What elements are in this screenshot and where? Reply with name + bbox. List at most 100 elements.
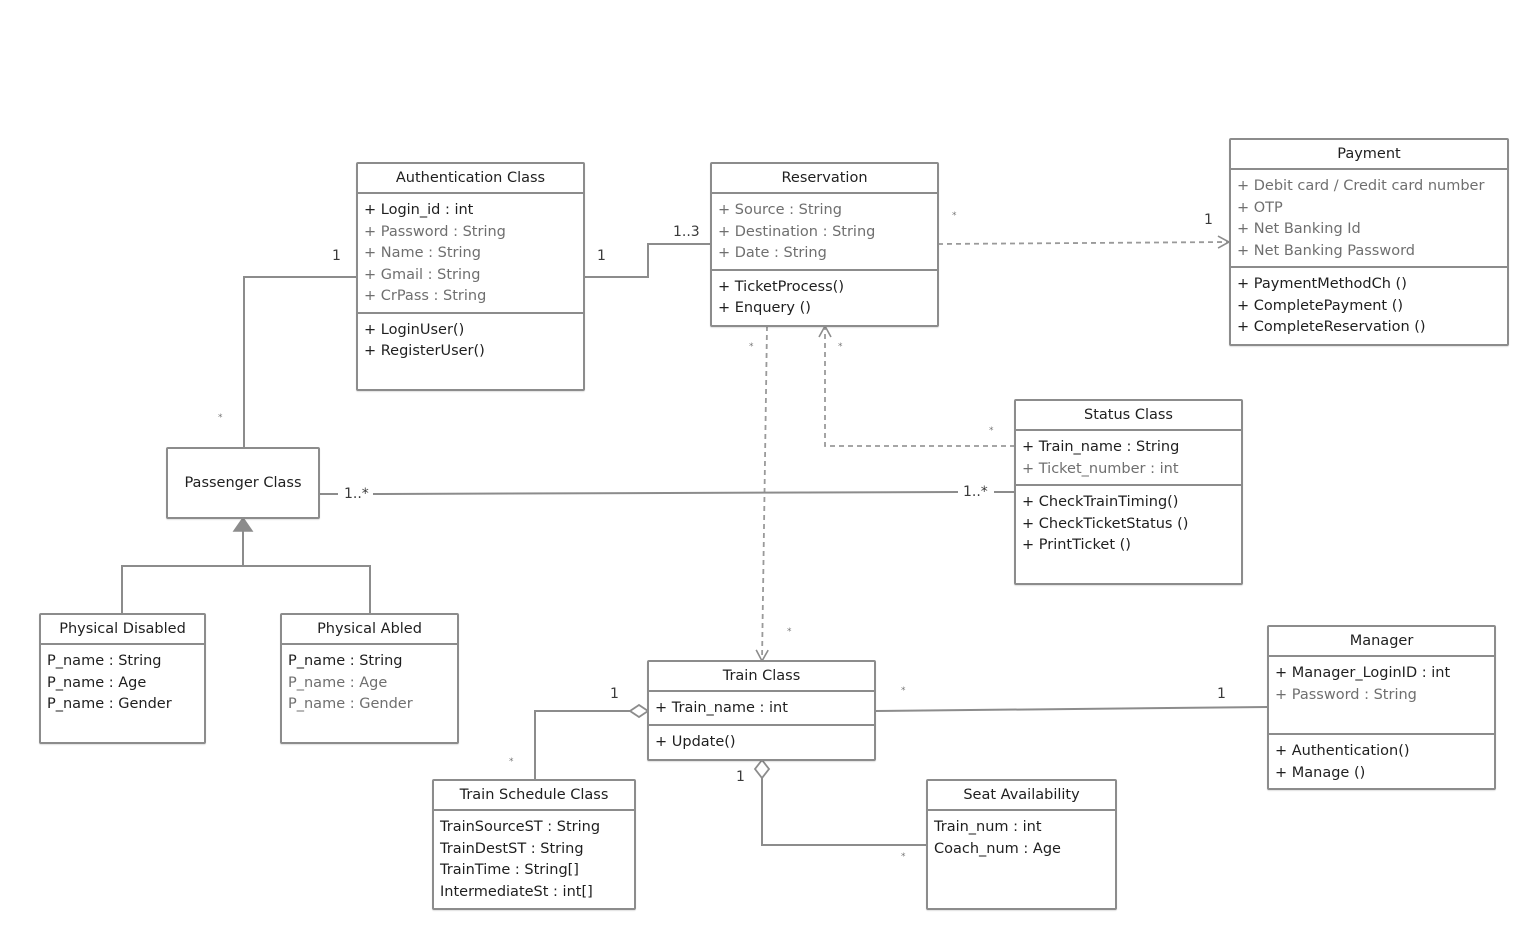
attribute: TrainSourceST : String	[440, 819, 601, 835]
attribute-compartment: + Debit card / Credit card number + OTP …	[1231, 170, 1507, 268]
attribute: + Name : String	[364, 245, 481, 261]
attribute: + Password : String	[1275, 686, 1417, 703]
multiplicity-label: 1	[597, 248, 606, 264]
class-name: Passenger Class	[184, 475, 302, 491]
train-schedule-class[interactable]: Train Schedule Class TrainSourceST : Str…	[432, 779, 636, 910]
physical-disabled-class[interactable]: Physical Disabled P_name : String P_name…	[39, 613, 206, 744]
attribute-compartment: + Manager_LoginID : int + Password : Str…	[1269, 657, 1494, 735]
train-seat-diamond	[753, 758, 771, 780]
multiplicity-label: 1	[332, 248, 341, 264]
multiplicity-label: 1	[610, 686, 619, 702]
method: + CompletePayment ()	[1237, 297, 1404, 314]
train-schedule-diamond	[628, 703, 650, 719]
attribute: + Date : String	[718, 245, 827, 261]
attribute: + Train_name : int	[655, 700, 788, 716]
multiplicity-label: *	[989, 426, 994, 436]
generalization-disabled	[121, 530, 244, 614]
attribute: TrainDestST : String	[440, 840, 584, 857]
attribute: + Train_name : String	[1022, 439, 1180, 455]
train-manager-association	[874, 706, 1269, 712]
method: + CompleteReservation ()	[1237, 319, 1426, 335]
attribute: + OTP	[1237, 199, 1283, 216]
multiplicity-label: 1..*	[344, 486, 369, 502]
attribute-compartment: + Train_name : String + Ticket_number : …	[1016, 431, 1241, 486]
class-name: Authentication Class	[358, 164, 583, 194]
method: + Enquery ()	[718, 300, 811, 316]
attribute: Train_num : int	[934, 819, 1042, 835]
manager-class[interactable]: Manager + Manager_LoginID : int + Passwo…	[1267, 625, 1496, 790]
attribute: + Debit card / Credit card number	[1237, 178, 1485, 194]
attribute: + Gmail : String	[364, 266, 481, 283]
method: + RegisterUser()	[364, 343, 485, 359]
method: + Manage ()	[1275, 764, 1366, 781]
reservation-train-dependency	[755, 325, 769, 663]
attribute: + Net Banking Id	[1237, 221, 1361, 237]
class-name: Reservation	[712, 164, 937, 194]
attribute: P_name : Age	[47, 674, 147, 691]
class-name: Seat Availability	[928, 781, 1115, 811]
attribute-compartment: P_name : String P_name : Age P_name : Ge…	[282, 645, 457, 720]
attribute-compartment: + Login_id : int + Password : String + N…	[358, 194, 583, 314]
method-compartment: + LoginUser() + RegisterUser()	[358, 314, 583, 367]
method: + PaymentMethodCh ()	[1237, 276, 1407, 292]
reservation-class[interactable]: Reservation + Source : String + Destinat…	[710, 162, 939, 327]
method-compartment: + TicketProcess() + Enquery ()	[712, 271, 937, 324]
train-schedule-aggregation	[534, 710, 630, 780]
method-compartment: + CheckTrainTiming() + CheckTicketStatus…	[1016, 486, 1241, 561]
class-name: Physical Disabled	[41, 615, 204, 645]
train-class[interactable]: Train Class + Train_name : int + Update(…	[647, 660, 876, 761]
attribute: P_name : String	[47, 653, 162, 669]
attribute: + Net Banking Password	[1237, 242, 1416, 259]
passenger-class[interactable]: Passenger Class	[166, 447, 320, 519]
class-name: Train Schedule Class	[434, 781, 634, 811]
attribute: IntermediateSt : int[]	[440, 883, 593, 900]
passenger-status-association-mid	[372, 491, 959, 495]
class-name: Manager	[1269, 627, 1494, 657]
physical-abled-class[interactable]: Physical Abled P_name : String P_name : …	[280, 613, 459, 744]
method: + LoginUser()	[364, 321, 465, 338]
multiplicity-label: *	[749, 342, 754, 352]
method: + Update()	[655, 733, 736, 750]
attribute-compartment: Train_num : int Coach_num : Age	[928, 811, 1115, 864]
status-reservation-dependency	[818, 324, 1015, 447]
multiplicity-label: 1	[1204, 212, 1213, 228]
attribute-compartment: TrainSourceST : String TrainDestST : Str…	[434, 811, 634, 907]
multiplicity-label: *	[952, 211, 957, 221]
multiplicity-label: *	[838, 342, 843, 352]
attribute: + CrPass : String	[364, 288, 487, 304]
class-name: Train Class	[649, 662, 874, 692]
status-class[interactable]: Status Class + Train_name : String + Tic…	[1014, 399, 1243, 585]
reservation-payment-dependency	[937, 235, 1231, 249]
train-seat-aggregation	[761, 778, 927, 846]
authentication-class[interactable]: Authentication Class + Login_id : int + …	[356, 162, 585, 391]
multiplicity-label: 1	[736, 769, 745, 785]
attribute: P_name : Gender	[288, 696, 413, 712]
method: + CheckTicketStatus ()	[1022, 515, 1189, 532]
method: + CheckTrainTiming()	[1022, 494, 1179, 510]
seat-availability-class[interactable]: Seat Availability Train_num : int Coach_…	[926, 779, 1117, 910]
attribute-compartment: + Source : String + Destination : String…	[712, 194, 937, 271]
method: + Authentication()	[1275, 743, 1410, 759]
class-name: Status Class	[1016, 401, 1241, 431]
method-compartment: + PaymentMethodCh () + CompletePayment (…	[1231, 268, 1507, 343]
multiplicity-label: *	[218, 413, 223, 423]
attribute: Coach_num : Age	[934, 840, 1061, 857]
multiplicity-label: *	[787, 627, 792, 637]
attribute: P_name : Age	[288, 674, 388, 691]
attribute-compartment: + Train_name : int	[649, 692, 874, 726]
attribute: + Password : String	[364, 223, 506, 240]
method-compartment: + Authentication() + Manage ()	[1269, 735, 1494, 788]
class-name: Payment	[1231, 140, 1507, 170]
multiplicity-label: 1	[1217, 686, 1226, 702]
attribute: P_name : Gender	[47, 696, 172, 712]
auth-reservation-association	[584, 243, 711, 278]
multiplicity-label: 1..3	[673, 224, 700, 240]
attribute-compartment: P_name : String P_name : Age P_name : Ge…	[41, 645, 204, 720]
multiplicity-label: 1..*	[963, 484, 988, 500]
generalization-abled	[243, 565, 371, 614]
attribute: TrainTime : String[]	[440, 862, 579, 878]
payment-class[interactable]: Payment + Debit card / Credit card numbe…	[1229, 138, 1509, 346]
attribute: + Ticket_number : int	[1022, 460, 1179, 477]
method-compartment: + Update()	[649, 726, 874, 758]
